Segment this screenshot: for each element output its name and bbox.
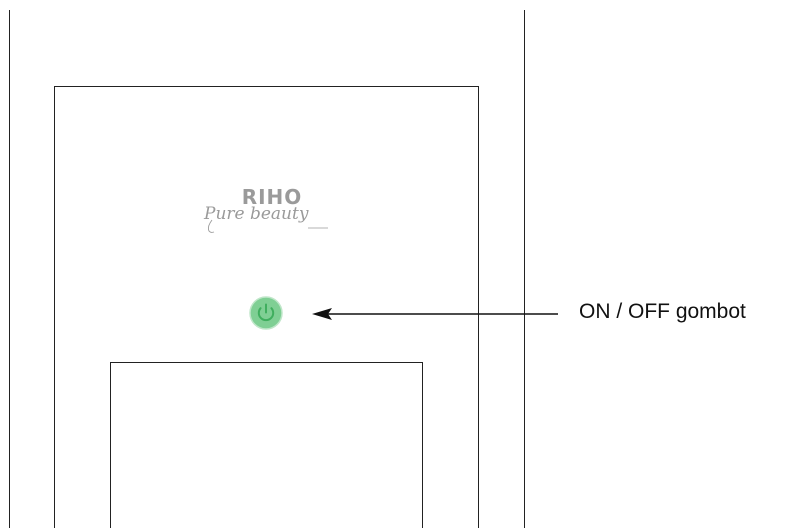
display-screen [110,362,423,528]
power-icon [257,303,275,322]
callout-arrow [312,308,558,320]
right-edge-line [524,10,525,528]
arrow-head-icon [312,308,332,320]
callout-label: ON / OFF gombot [579,300,746,323]
logo-swash [207,219,328,233]
power-button[interactable] [249,296,283,330]
left-edge-line [9,10,10,528]
logo-brand: RIHO [241,185,303,209]
logo-tagline: Pure beauty [204,204,309,224]
